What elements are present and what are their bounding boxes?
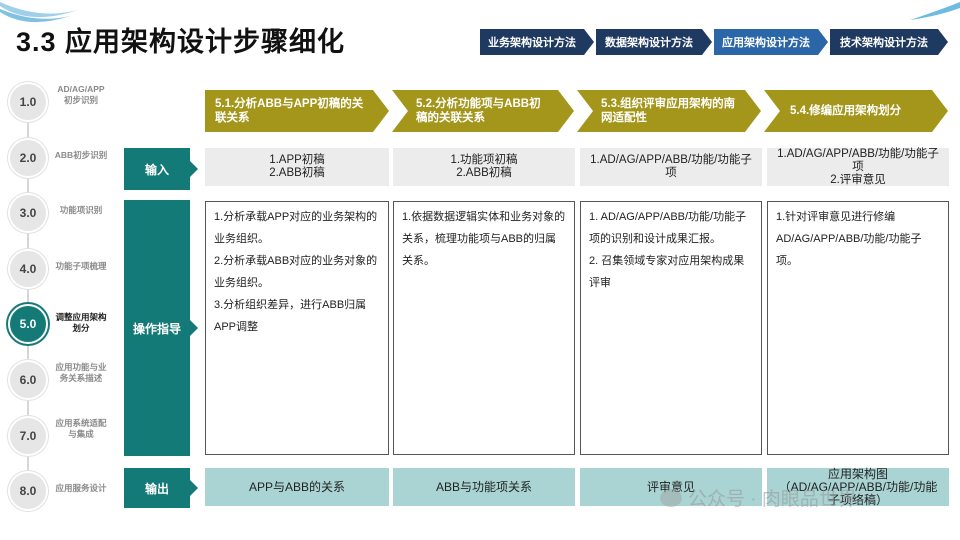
- tab-arrow: [818, 29, 828, 55]
- phase-5-2: 5.2.分析功能项与ABB初稿的关联关系: [392, 90, 574, 132]
- output-line: 评审意见: [646, 479, 695, 494]
- input-line: 1.AD/AG/APP/ABB/功能/功能子项: [777, 147, 939, 173]
- input-line: 1.APP初稿: [269, 154, 325, 166]
- step-label: 功能项识别: [59, 205, 103, 215]
- phase-5-4: 5.4.修编应用架构划分: [764, 90, 948, 132]
- output-line: 应用架构图: [827, 466, 888, 481]
- output-cell: 应用架构图（AD/AG/APP/ABB/功能/功能子项络稿）: [767, 466, 949, 507]
- chevron-shape: [392, 90, 574, 132]
- watermark-text: 公众号 · 肉眼品世界: [688, 489, 857, 510]
- step-number: 4.0: [8, 249, 48, 289]
- step-label: 应用功能与业务关系描述: [55, 362, 107, 383]
- step-6[interactable]: 6.0 应用功能与业务关系描述: [8, 360, 118, 400]
- step-label: 应用服务设计: [55, 483, 107, 493]
- tab-business-architecture[interactable]: 业务架构设计方法: [480, 29, 584, 55]
- row-label-notch: [190, 480, 198, 496]
- output-line: ABB与功能项关系: [435, 479, 532, 494]
- phase-5-1: 5.1.分析ABB与APP初稿的关联关系: [205, 90, 389, 132]
- step-4[interactable]: 4.0 功能子项梳理: [8, 249, 118, 289]
- row-label-guide: 操作指导: [124, 200, 190, 456]
- step-label: AD/AG/APP初步识别: [57, 84, 105, 105]
- step-3[interactable]: 3.0 功能项识别: [8, 193, 118, 233]
- guide-line: 2.分析承载ABB对应的业务对象的业务组织。: [214, 255, 378, 289]
- step-number: 5.0: [8, 304, 48, 344]
- tab-technical-architecture[interactable]: 技术架构设计方法: [830, 29, 938, 55]
- corner-swoosh-left: [0, 2, 78, 23]
- step-number: 7.0: [8, 416, 48, 456]
- wechat-icon: [660, 488, 682, 507]
- row-label-output: 输出: [124, 468, 190, 508]
- tab-arrow: [584, 29, 594, 55]
- guide-cell: 1.针对评审意见进行修编AD/AG/APP/ABB/功能/功能子项。: [767, 201, 949, 455]
- output-cell: ABB与功能项关系: [393, 468, 575, 506]
- tab-label: 技术架构设计方法: [840, 37, 928, 49]
- guide-line: 1.分析承载APP对应的业务架构的业务组织。: [214, 211, 378, 245]
- timeline-line: [27, 100, 29, 495]
- guide-cell: 1.依据数据逻辑实体和业务对象的关系，梳理功能项与ABB的归属关系。: [393, 201, 575, 455]
- tab-label: 数据架构设计方法: [605, 37, 693, 49]
- input-cell: 1.AD/AG/APP/ABB/功能/功能子项: [580, 148, 762, 186]
- output-line: APP与ABB的关系: [248, 479, 346, 494]
- phase-label: 5.2.分析功能项与ABB初稿的关联关系: [416, 98, 541, 124]
- step-number: 1.0: [8, 82, 48, 122]
- tab-arrow: [702, 29, 712, 55]
- chevron-shape: [764, 90, 948, 132]
- row-label-notch: [190, 320, 198, 336]
- step-5[interactable]: 5.0 调整应用架构划分: [8, 304, 118, 344]
- step-2[interactable]: 2.0 ABB初步识别: [8, 138, 118, 178]
- output-line: （AD/AG/APP/ABB/功能/功能子项络稿）: [778, 479, 938, 507]
- tab-data-architecture[interactable]: 数据架构设计方法: [596, 29, 702, 55]
- input-line: 1.AD/AG/APP/ABB/功能/功能子项: [590, 154, 752, 179]
- guide-line: 3.分析组织差异，进行ABB归属APP调整: [214, 299, 367, 333]
- step-label: ABB初步识别: [54, 150, 108, 160]
- tab-label: 业务架构设计方法: [488, 37, 576, 49]
- input-line: 2.ABB初稿: [269, 167, 325, 179]
- phase-label: 5.1.分析ABB与APP初稿的关联关系: [215, 98, 364, 124]
- guide-line: 2. 召集领域专家对应用架构成果评审: [589, 255, 745, 289]
- row-label-input: 输入: [124, 148, 190, 190]
- input-line: 1.功能项初稿: [450, 154, 518, 166]
- input-line: 2.评审意见: [830, 173, 886, 186]
- guide-cell: 1. AD/AG/APP/ABB/功能/功能子项的识别和设计成果汇报。 2. 召…: [580, 201, 762, 455]
- guide-cell: 1.分析承载APP对应的业务架构的业务组织。 2.分析承载ABB对应的业务对象的…: [205, 201, 389, 455]
- step-label: 功能子项梳理: [55, 261, 107, 271]
- phase-label: 5.3.组织评审应用架构的南网适配性: [601, 98, 736, 124]
- tab-application-architecture[interactable]: 应用架构设计方法: [714, 29, 818, 55]
- step-number: 2.0: [8, 138, 48, 178]
- step-number: 8.0: [8, 471, 48, 511]
- step-label: 调整应用架构划分: [55, 312, 107, 333]
- output-cell: APP与ABB的关系: [205, 468, 389, 506]
- input-line: 2.ABB初稿: [456, 167, 512, 179]
- breadcrumb: 业务架构设计方法 数据架构设计方法 应用架构设计方法 技术架构设计方法: [480, 29, 950, 55]
- guide-line: 1. AD/AG/APP/ABB/功能/功能子项的识别和设计成果汇报。: [589, 211, 747, 245]
- watermark: 公众号 · 肉眼品世界: [660, 484, 857, 511]
- step-label: 应用系统适配与集成: [55, 418, 107, 439]
- step-1[interactable]: 1.0 AD/AG/APP初步识别: [8, 82, 118, 122]
- step-number: 6.0: [8, 360, 48, 400]
- chevron-shape: [205, 90, 389, 132]
- chevron-shape: [577, 90, 761, 132]
- corner-swoosh-right: [910, 2, 960, 20]
- phase-5-3: 5.3.组织评审应用架构的南网适配性: [577, 90, 761, 132]
- guide-line: 1.针对评审意见进行修编AD/AG/APP/ABB/功能/功能子项。: [776, 211, 922, 267]
- output-cell: 评审意见: [580, 468, 762, 506]
- step-8[interactable]: 8.0 应用服务设计: [8, 471, 118, 511]
- phase-label: 5.4.修编应用架构划分: [790, 105, 902, 117]
- step-number: 3.0: [8, 193, 48, 233]
- row-label-notch: [190, 161, 198, 177]
- tab-arrow: [938, 29, 948, 55]
- step-7[interactable]: 7.0 应用系统适配与集成: [8, 416, 118, 456]
- page-title: 3.3 应用架构设计步骤细化: [16, 27, 346, 57]
- tab-label: 应用架构设计方法: [722, 37, 810, 49]
- guide-line: 1.依据数据逻辑实体和业务对象的关系，梳理功能项与ABB的归属关系。: [402, 211, 566, 267]
